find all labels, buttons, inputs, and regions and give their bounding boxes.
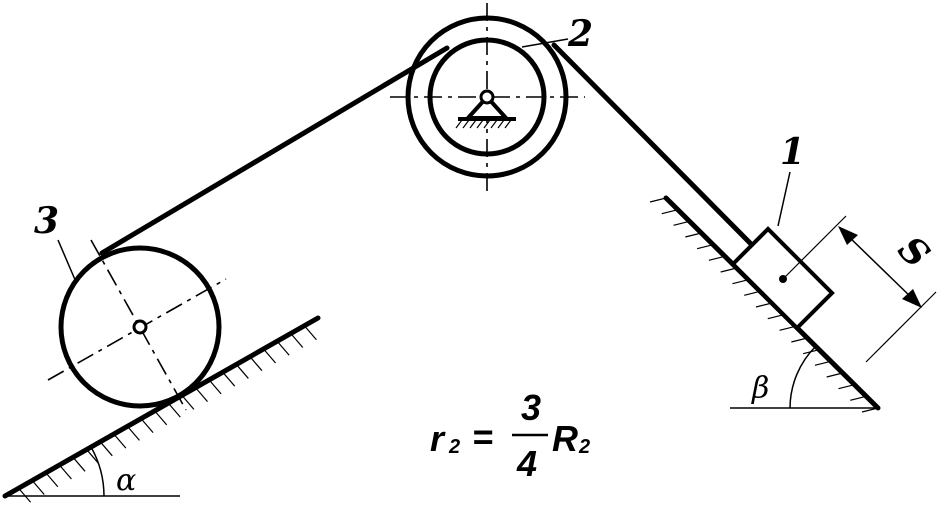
hatch-line	[755, 302, 773, 308]
hatch-line	[45, 472, 59, 488]
formula-numerator: 3	[521, 387, 541, 428]
label-3: 3	[34, 200, 59, 242]
hatch-line	[850, 395, 867, 401]
rope	[99, 42, 755, 256]
hatch-line	[167, 402, 181, 418]
alpha-angle-arc	[90, 446, 105, 497]
hatch-line	[208, 379, 222, 395]
hatch-line	[154, 410, 168, 426]
hatch-line	[673, 220, 690, 226]
rope-segment-2-to-1	[551, 42, 755, 248]
hatch-line	[181, 395, 195, 410]
rope-segment-3-to-2	[99, 45, 450, 256]
hatch-line	[249, 356, 263, 372]
hatch-line	[767, 314, 784, 320]
left-incline-surface	[2, 315, 321, 499]
hatch-line	[708, 255, 726, 261]
hatch-line	[838, 384, 855, 390]
hatch-line	[222, 371, 236, 387]
hatch-line	[455, 119, 463, 129]
formula: r 2 = 3 4 R 2	[430, 387, 590, 484]
formula-denominator: 4	[516, 443, 537, 484]
hatch-line	[86, 449, 100, 464]
hatch-line	[661, 209, 678, 215]
pulley-2: 2	[390, 3, 593, 195]
hatch-line	[826, 372, 843, 378]
hatch-line	[113, 433, 127, 449]
hatch-line	[58, 464, 72, 480]
hatch-line	[276, 340, 290, 356]
hatch-line	[779, 325, 796, 331]
s-arrow-head-start	[838, 226, 858, 245]
disk-3-centerline-b	[90, 239, 187, 411]
hatch-line	[685, 232, 702, 238]
hatch-line	[140, 418, 154, 433]
formula-equals: =	[472, 416, 493, 457]
hatch-line	[195, 387, 208, 403]
block-1: 1	[730, 131, 835, 331]
hatch-line	[649, 197, 667, 203]
hatch-line	[462, 119, 470, 129]
hatch-line	[483, 119, 491, 129]
block-1-label-leader	[777, 171, 791, 227]
beta-label: β	[751, 371, 769, 406]
formula-lhs: r	[430, 418, 446, 459]
hatch-line	[31, 480, 45, 495]
s-dimension-line	[845, 233, 915, 301]
disk-3-label-leader	[57, 239, 77, 283]
hatch-line	[861, 407, 879, 413]
disk-3-center	[132, 319, 148, 335]
right-incline-hatching	[649, 197, 879, 413]
s-label: S	[890, 228, 938, 276]
s-arrow-head-end	[902, 289, 922, 308]
hatch-line	[720, 267, 737, 273]
hatch-line	[814, 360, 832, 366]
formula-rhs: R	[552, 418, 578, 459]
label-1: 1	[780, 131, 805, 173]
hatch-line	[127, 425, 140, 441]
hatch-line	[263, 348, 277, 364]
formula-lhs-sub: 2	[448, 436, 460, 458]
s-extension-line-1	[782, 215, 847, 280]
formula-rhs-sub: 2	[578, 436, 590, 458]
disk-3: 3	[34, 200, 227, 411]
hatch-line	[476, 119, 484, 129]
hatch-line	[744, 290, 761, 296]
pulley-2-hinge-support	[455, 89, 516, 129]
label-2: 2	[567, 13, 593, 55]
hatch-line	[290, 333, 304, 348]
hatch-line	[235, 364, 249, 379]
hatch-line	[696, 244, 714, 250]
alpha-label: α	[116, 463, 136, 498]
beta-angle-arc	[789, 345, 817, 409]
hatch-line	[791, 337, 808, 343]
s-extension-line-2	[865, 291, 937, 363]
left-incline-hatching	[18, 325, 317, 503]
hatch-line	[732, 279, 749, 285]
hatch-line	[497, 119, 505, 129]
hatch-line	[469, 119, 477, 129]
hatch-line	[504, 119, 512, 129]
hatch-line	[72, 456, 86, 472]
hatch-line	[303, 325, 317, 341]
pulley-2-label-leader	[521, 38, 569, 48]
hatch-line	[99, 441, 113, 457]
hatch-line	[490, 119, 498, 129]
left-incline: α	[2, 315, 321, 503]
hatch-line	[18, 487, 32, 503]
